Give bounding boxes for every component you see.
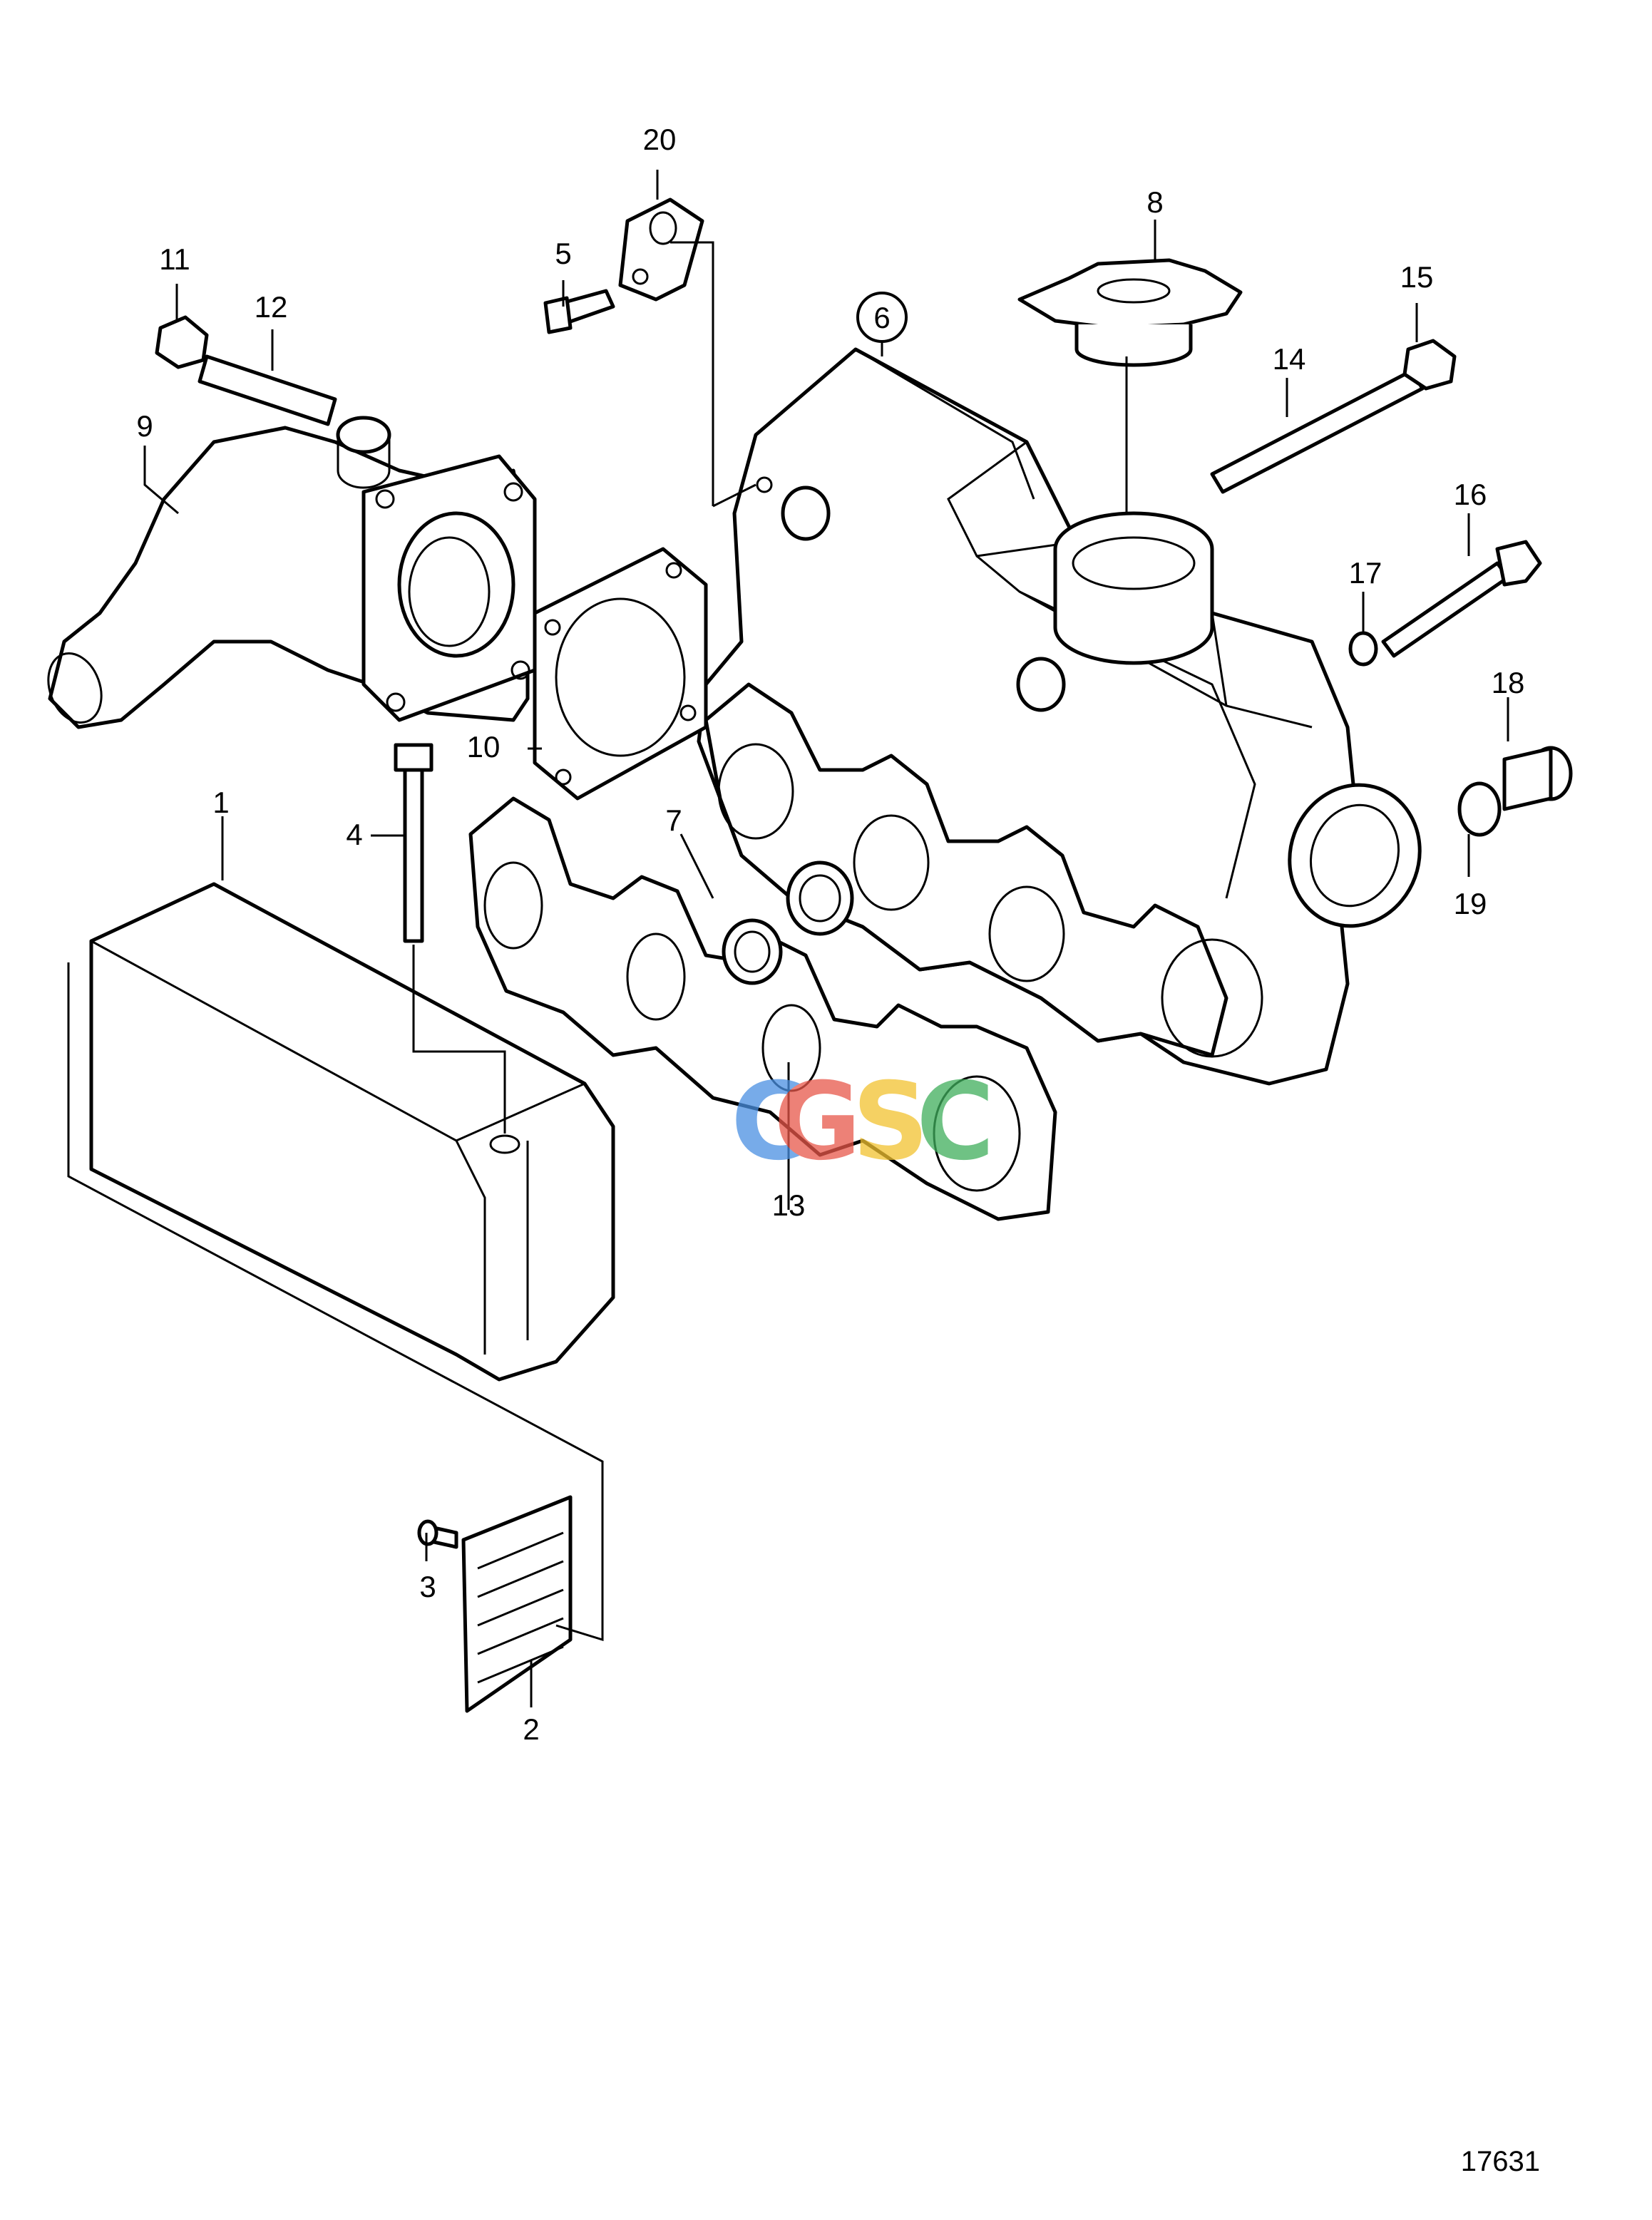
heat-exchanger-housing (89, 882, 615, 1382)
callout-19: 19 (1454, 887, 1487, 920)
pressure-cap (1017, 258, 1243, 367)
callout-17: 17 (1349, 556, 1382, 590)
callout-10: 10 (467, 730, 501, 764)
callout-18: 18 (1492, 666, 1525, 699)
manifold-gasket (468, 796, 1057, 1221)
watermark-letter-1: C (731, 1060, 809, 1184)
callout-14: 14 (1273, 342, 1306, 376)
watermark-letter-3: S (852, 1060, 929, 1184)
elbow-gasket (533, 547, 708, 801)
watermark-letter-2: G (774, 1060, 861, 1184)
callout-6-circle (856, 292, 908, 343)
callout-labels: 1 2 3 4 5 6 7 8 9 10 11 12 13 14 15 16 1… (136, 123, 1524, 1746)
figure-number: 17631 (1461, 2146, 1540, 2177)
exhaust-elbow (47, 416, 537, 729)
callout-16: 16 (1454, 478, 1487, 511)
callout-9: 9 (136, 409, 153, 443)
pipe-stub (722, 860, 854, 985)
callout-5: 5 (555, 237, 571, 270)
leader-lines (67, 170, 1509, 1707)
watermark-logo: C G S C (731, 1060, 995, 1184)
callout-6: 6 (873, 301, 890, 334)
exhaust-manifold (697, 347, 1422, 1086)
zinc-plate (461, 1495, 573, 1713)
callout-4: 4 (346, 818, 362, 851)
callout-15: 15 (1400, 260, 1434, 294)
callout-20: 20 (643, 123, 677, 156)
callout-1: 1 (212, 786, 229, 819)
callout-2: 2 (523, 1712, 539, 1746)
callout-8: 8 (1146, 185, 1163, 219)
callout-13: 13 (772, 1188, 806, 1222)
fasteners (155, 197, 1573, 1549)
callout-12: 12 (255, 290, 288, 324)
callout-11: 11 (159, 242, 190, 276)
callout-7: 7 (665, 803, 682, 837)
watermark-letter-4: C (916, 1060, 995, 1184)
callout-3: 3 (419, 1570, 436, 1603)
